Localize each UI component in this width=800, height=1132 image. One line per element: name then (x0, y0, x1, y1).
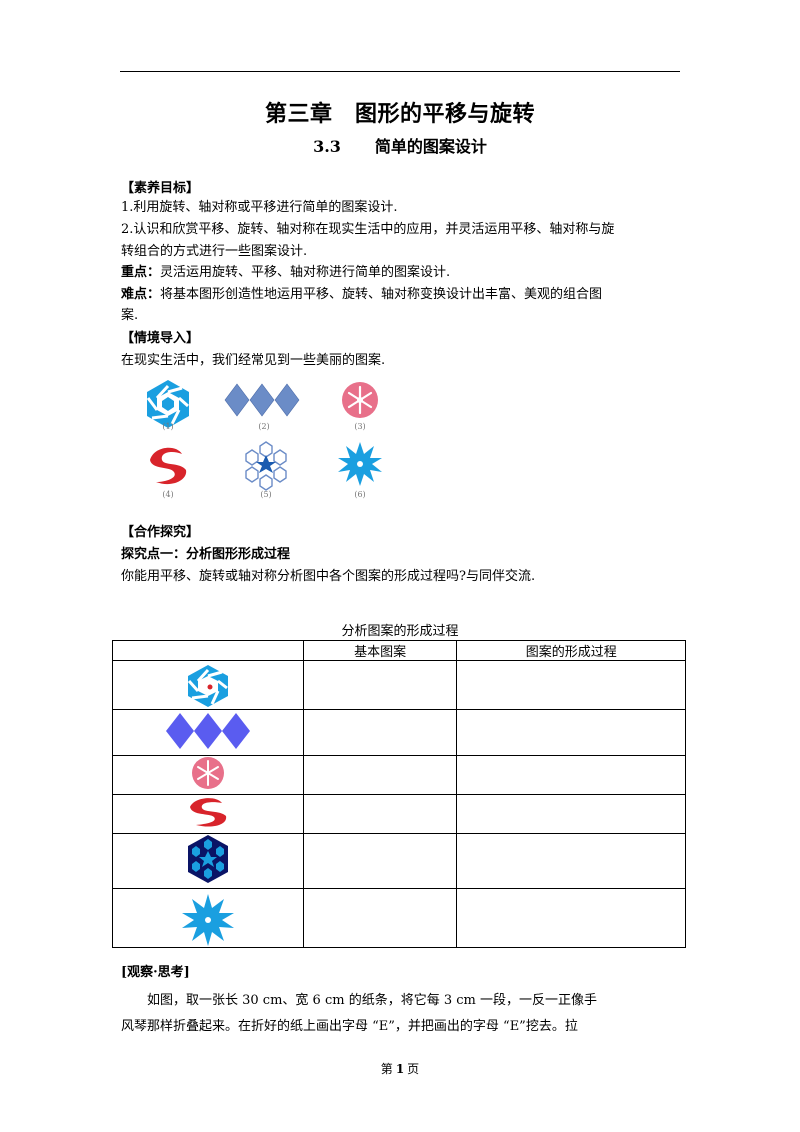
hard-text: 将基本图形创造性地运用平移、旋转、轴对称变换设计出丰富、美观的组合图 (160, 287, 603, 302)
objectives-heading: 【素养目标】 (121, 181, 200, 196)
header-cell-basic: 基本图案 (302, 640, 458, 661)
basic-pattern-cell[interactable] (302, 833, 458, 889)
basic-pattern-cell[interactable] (302, 660, 458, 710)
table-caption: 分析图案的形成过程 (341, 624, 459, 639)
objective-2-line1: 2.认识和欣赏平移、旋转、轴对称在现实生活中的应用，并灵活运用平移、轴对称与旋 (121, 222, 615, 237)
analysis-table: 基本图案 图案的形成过程 (112, 640, 686, 948)
process-cell[interactable] (456, 660, 686, 710)
intro-patterns: (1) (2) (3) (4) (5) (140, 378, 400, 508)
chapter-title: 第三章 图形的平移与旋转 (264, 101, 535, 127)
observe-line-1: 如图，取一张长 30 cm、宽 6 cm 的纸条，将它每 3 cm 一段，一反一… (147, 993, 597, 1008)
observe-line-2: 风琴那样折叠起来。在折好的纸上画出字母 “E”，并把画出的字母 “E”挖去。拉 (121, 1019, 578, 1034)
observe-heading: [观察·思考] (121, 965, 190, 980)
caption-6: (6) (354, 490, 366, 499)
caption-2: (2) (258, 422, 270, 431)
red-swirl-icon (150, 447, 187, 485)
caption-3: (3) (354, 422, 366, 431)
footer-suffix: 页 (407, 1062, 420, 1076)
three-diamonds-icon (224, 383, 300, 417)
hexagon-ring-icon (187, 835, 228, 883)
objective-2-line2: 转组合的方式进行一些图案设计. (121, 244, 308, 259)
pink-flower-icon (342, 382, 378, 418)
difficult-point-line2: 案. (121, 308, 139, 323)
pink-flower-icon (191, 757, 224, 789)
explore-question: 你能用平移、旋转或轴对称分析图中各个图案的形成过程吗?与同伴交流. (121, 569, 536, 584)
table-row (112, 755, 686, 795)
process-cell[interactable] (456, 794, 686, 834)
basic-pattern-cell[interactable] (302, 794, 458, 834)
table-row (112, 888, 686, 948)
pattern-cell (112, 833, 304, 889)
observe-paragraph: 如图，取一张长 30 cm、宽 6 cm 的纸条，将它每 3 cm 一段，一反一… (121, 988, 681, 1040)
hexagon-swirl-icon (146, 380, 189, 428)
basic-pattern-cell[interactable] (302, 709, 458, 756)
pattern-cell (112, 755, 304, 795)
table-row (112, 660, 686, 710)
caption-4: (4) (162, 490, 174, 499)
caption-5: (5) (260, 490, 272, 499)
key-point: 重点：灵活运用旋转、平移、轴对称进行简单的图案设计. (121, 264, 450, 282)
difficult-point: 难点：将基本图形创造性地运用平移、旋转、轴对称变换设计出丰富、美观的组合图 (121, 286, 602, 304)
blue-star-flower-icon (338, 442, 382, 486)
intro-text: 在现实生活中，我们经常见到一些美丽的图案. (121, 353, 386, 368)
page-number: 1 (395, 1062, 405, 1076)
intro-heading: 【情境导入】 (121, 331, 200, 346)
basic-pattern-cell[interactable] (302, 888, 458, 948)
explore-point-title: 探究点一：分析图形形成过程 (121, 547, 291, 562)
header-rule (120, 71, 680, 72)
table-row (112, 833, 686, 889)
pattern-cell (112, 888, 304, 948)
hexagon-swirl-icon (187, 665, 228, 707)
pattern-cell (112, 660, 304, 710)
table-header-row: 基本图案 图案的形成过程 (112, 640, 686, 661)
table-row (112, 709, 686, 756)
section-name: 简单的图案设计 (374, 137, 487, 156)
process-cell[interactable] (456, 709, 686, 756)
explore-heading: 【合作探究】 (121, 525, 200, 540)
objective-1: 1.利用旋转、轴对称或平移进行简单的图案设计. (121, 200, 398, 215)
header-cell-process: 图案的形成过程 (456, 640, 686, 661)
process-cell[interactable] (456, 755, 686, 795)
caption-1: (1) (162, 422, 174, 431)
hexagon-ring-icon (245, 441, 287, 491)
header-cell-blank (112, 640, 304, 661)
process-cell[interactable] (456, 833, 686, 889)
table-row (112, 794, 686, 834)
hard-label: 难点： (121, 287, 161, 302)
process-cell[interactable] (456, 888, 686, 948)
key-label: 重点： (121, 265, 161, 280)
footer-prefix: 第 (380, 1062, 393, 1076)
section-title: 3.3 简单的图案设计 (0, 133, 800, 157)
key-text: 灵活运用旋转、平移、轴对称进行简单的图案设计. (160, 265, 451, 280)
pattern-cell (112, 709, 304, 756)
red-swirl-icon (189, 798, 227, 827)
section-number: 3.3 (313, 137, 341, 156)
pattern-cell (112, 794, 304, 834)
blue-star-flower-icon (181, 894, 234, 946)
basic-pattern-cell[interactable] (302, 755, 458, 795)
three-diamonds-icon (165, 712, 250, 749)
